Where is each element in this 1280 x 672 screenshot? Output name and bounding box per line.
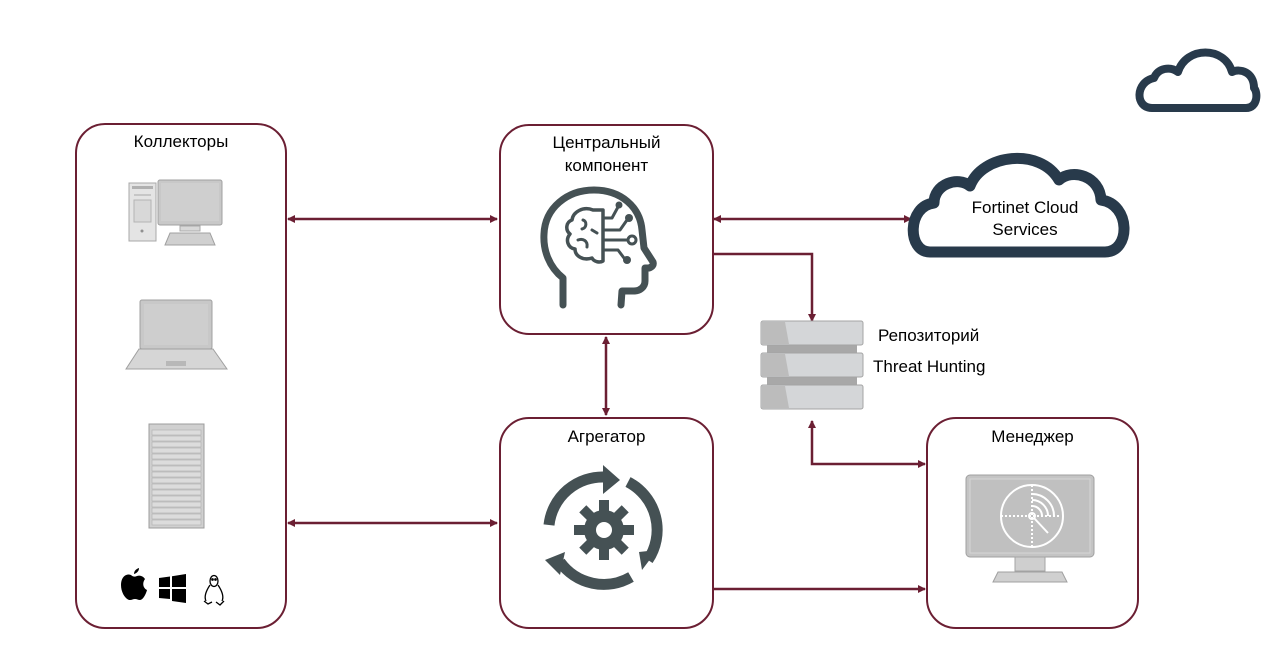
radar-monitor-icon <box>965 474 1095 583</box>
rack-slot <box>151 471 202 478</box>
windows-icon <box>159 574 186 603</box>
rack-slot <box>151 465 202 472</box>
rack-slot <box>151 447 202 454</box>
rack-slot <box>151 495 202 502</box>
cloud-label-line2: Services <box>992 220 1058 239</box>
rack-slot <box>151 483 202 490</box>
brain-head-icon <box>540 186 657 309</box>
edge-repository-manager <box>808 420 926 468</box>
manager-node: Менеджер <box>926 417 1139 629</box>
manager-title: Менеджер <box>991 427 1074 446</box>
rack-slot <box>151 435 202 442</box>
rack-slot <box>151 477 202 484</box>
aggregator-title: Агрегатор <box>567 427 646 446</box>
rack-slot <box>151 453 202 460</box>
rack-slot <box>151 513 202 520</box>
laptop-icon <box>125 299 228 370</box>
central-title-line2: компонент <box>564 156 649 175</box>
edge-central-repository <box>714 252 816 322</box>
desktop-computer-icon <box>128 179 223 246</box>
repository-label-line1: Репозиторий <box>878 326 980 345</box>
rack-slot <box>151 507 202 514</box>
server-rack-icon <box>148 423 205 529</box>
apple-icon <box>121 568 147 600</box>
rack-slot <box>151 441 202 448</box>
rack-slot <box>151 501 202 508</box>
central-title-line1: Центральный <box>552 133 661 152</box>
cloud-icon <box>1135 48 1261 112</box>
cloud-label-line1: Fortinet Cloud <box>971 198 1079 217</box>
rack-slot <box>151 489 202 496</box>
rack-slot <box>151 519 202 526</box>
rack-slot <box>151 459 202 466</box>
rack-slot <box>151 429 202 436</box>
aggregator-node: Агрегатор <box>499 417 714 629</box>
gear-cycle-icon <box>543 465 663 590</box>
collectors-node: Коллекторы <box>75 123 287 629</box>
repository-label-line2: Threat Hunting <box>873 357 986 376</box>
collectors-title: Коллекторы <box>133 132 229 151</box>
linux-tux-icon <box>203 574 225 606</box>
central-component-node: Центральный компонент <box>499 124 714 335</box>
fortinet-cloud-shape <box>907 152 1130 258</box>
database-icon <box>760 320 864 410</box>
